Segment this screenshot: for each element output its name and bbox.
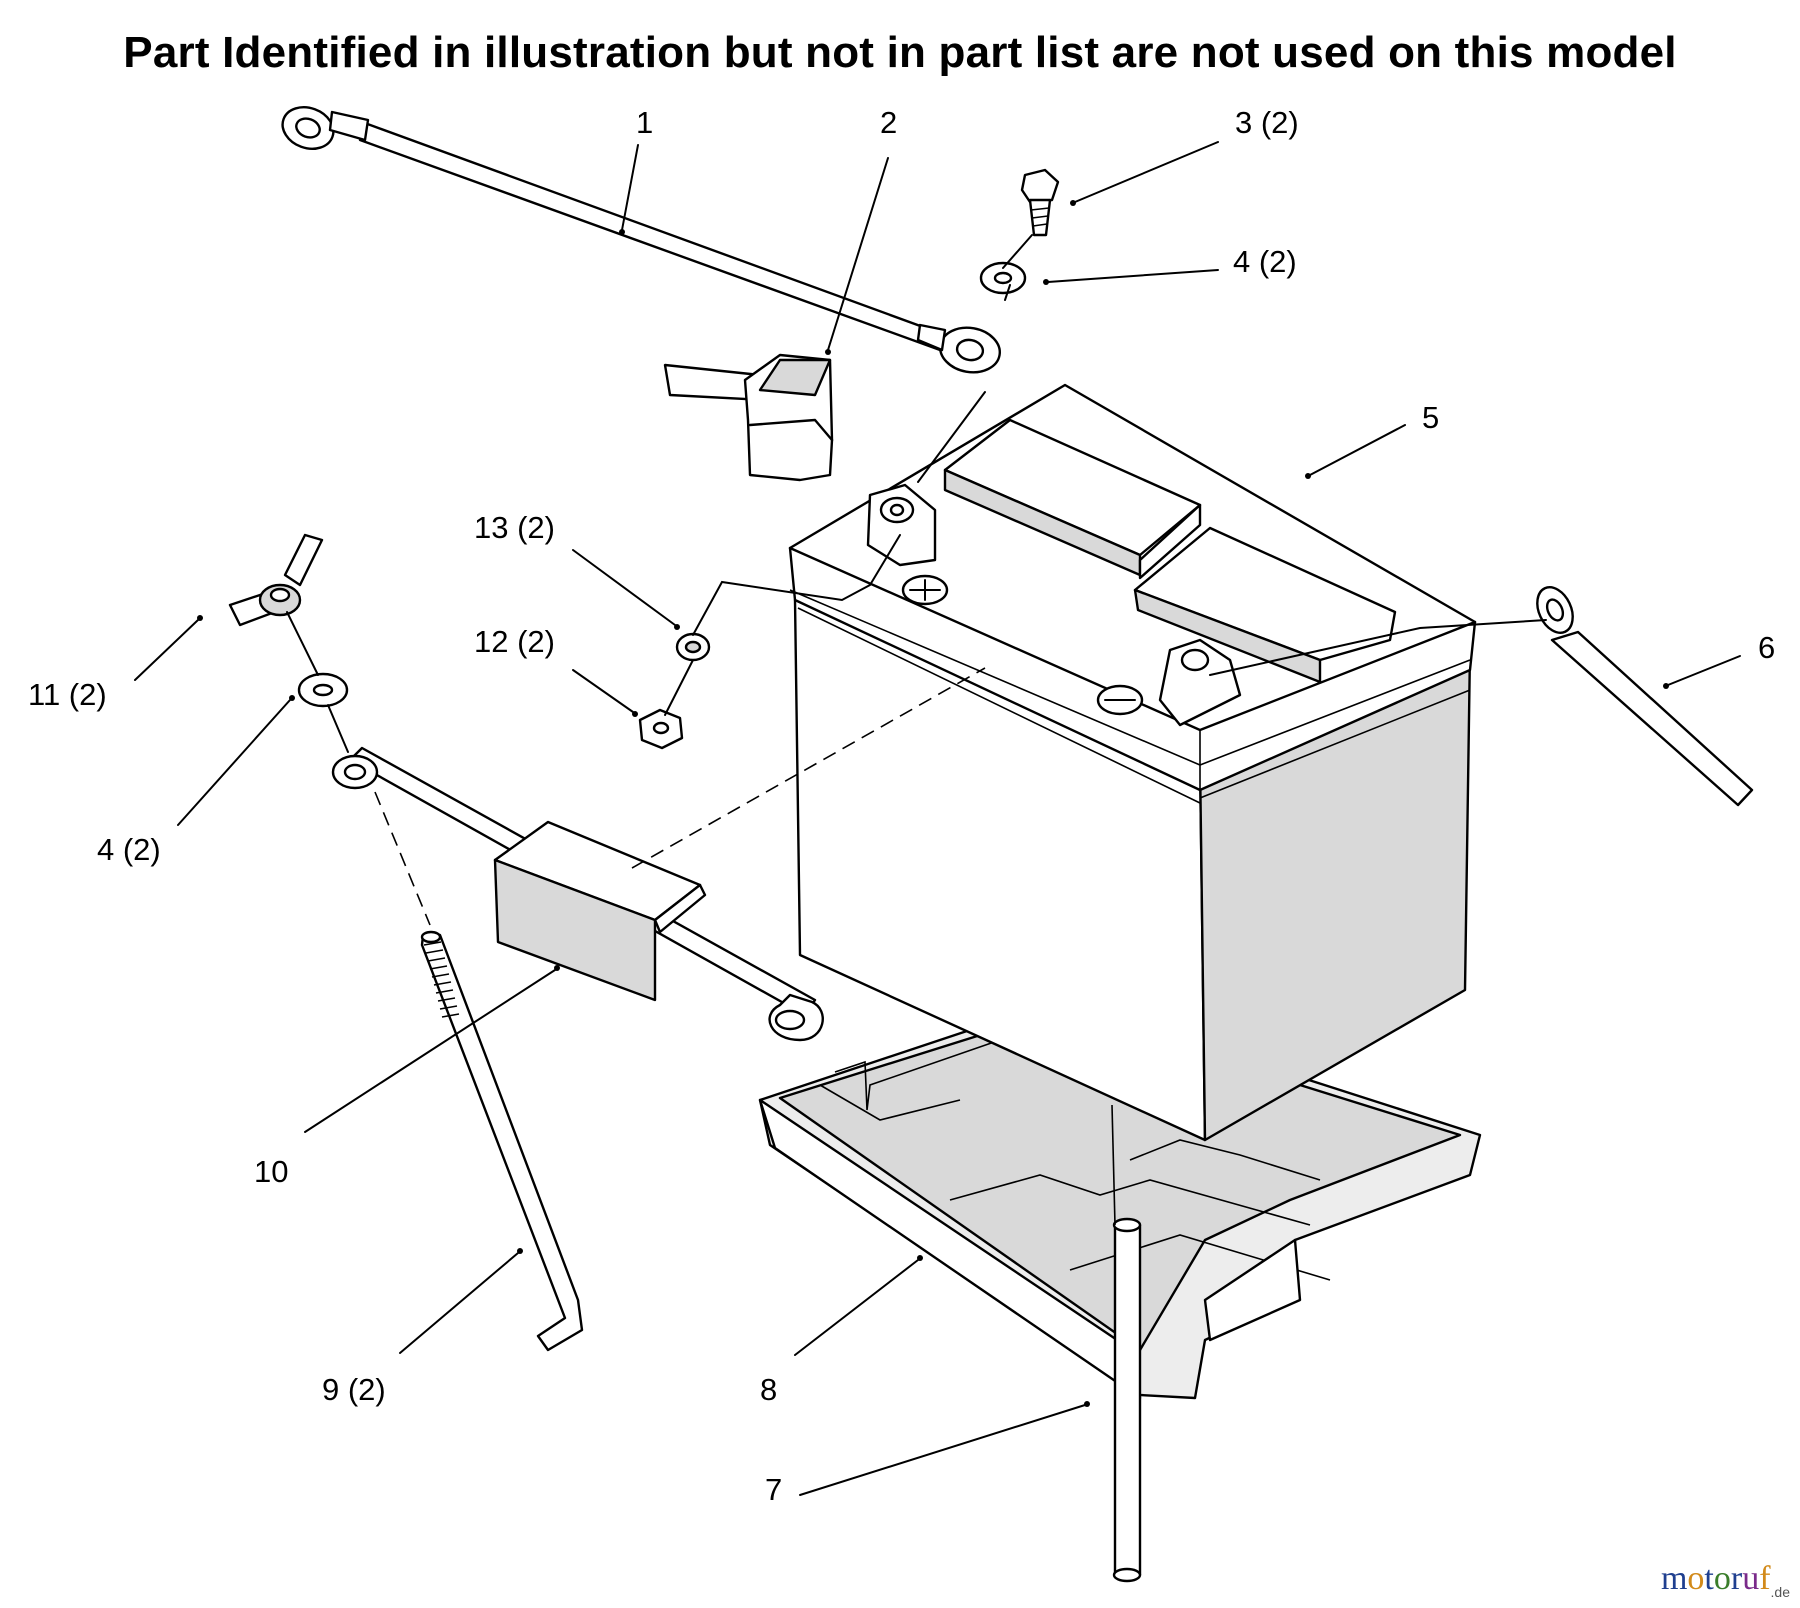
washer-left [297, 672, 349, 708]
label-part-8: 8 [760, 1372, 777, 1407]
hex-nut [638, 708, 684, 750]
label-part-4-left: 4 (2) [97, 832, 161, 867]
hold-down-rod [1112, 1217, 1142, 1583]
watermark-logo: motoruf.de [1660, 1560, 1790, 1600]
diagram-title: Part Identified in illustration but not … [123, 28, 1677, 77]
wing-nut [228, 533, 324, 627]
label-part-7: 7 [765, 1472, 782, 1507]
label-part-10: 10 [254, 1154, 288, 1189]
leader-lines [134, 141, 1741, 1496]
label-part-2: 2 [880, 105, 897, 140]
battery-tray [758, 998, 1482, 1400]
label-part-5: 5 [1422, 400, 1439, 435]
label-part-13: 13 (2) [474, 510, 555, 545]
label-part-9: 9 (2) [322, 1372, 386, 1407]
battery [788, 383, 1477, 1142]
label-part-6: 6 [1758, 630, 1775, 665]
callout-labels: 1 2 3 (2) 4 (2) 5 6 13 (2) 12 (2) 11 (2)… [28, 105, 1775, 1507]
label-part-3: 3 (2) [1235, 105, 1299, 140]
label-part-4-top: 4 (2) [1233, 244, 1297, 279]
hold-down-bracket [331, 746, 824, 1042]
bolt [1020, 168, 1060, 237]
label-part-1: 1 [636, 105, 653, 140]
lock-washer [675, 632, 711, 662]
assembly-lines [286, 234, 1547, 1226]
negative-cable [1536, 586, 1754, 807]
battery-cable [281, 106, 1001, 374]
washer-top [979, 261, 1027, 295]
label-part-11: 11 (2) [28, 677, 107, 712]
label-part-12: 12 (2) [474, 624, 555, 659]
terminal-boot [663, 353, 834, 482]
j-bolt [420, 930, 584, 1352]
